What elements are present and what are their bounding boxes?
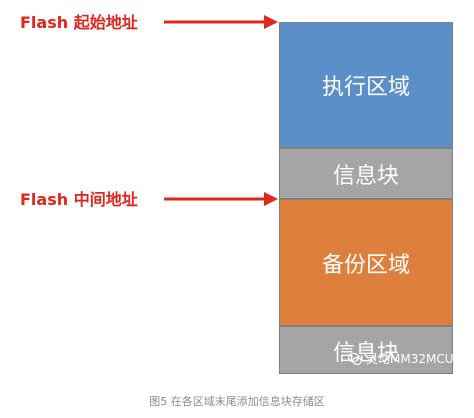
backup-region-block: 备份区域 <box>279 199 453 326</box>
info-block-1: 信息块 <box>279 148 453 199</box>
flash-middle-address-label: Flash 中间地址 <box>20 190 138 209</box>
start-address-arrow <box>164 15 278 29</box>
watermark: 灵动MM32MCU <box>348 351 454 367</box>
info-block-2-label: 信息块 <box>332 341 399 366</box>
middle-address-arrow <box>164 192 278 206</box>
info-block-2: 信息块 <box>279 326 453 374</box>
flash-start-address-label: Flash 起始地址 <box>20 13 138 32</box>
execution-region-label: 执行区域 <box>321 75 410 100</box>
backup-region-label: 备份区域 <box>321 252 410 278</box>
figure-caption: 图5 在各区域末尾添加信息块存储区 <box>149 395 325 408</box>
execution-region-block: 执行区域 <box>279 22 453 148</box>
info-block-1-label: 信息块 <box>332 163 399 189</box>
watermark-text: 灵动MM32MCU <box>366 352 454 366</box>
wechat-icon <box>348 352 362 366</box>
